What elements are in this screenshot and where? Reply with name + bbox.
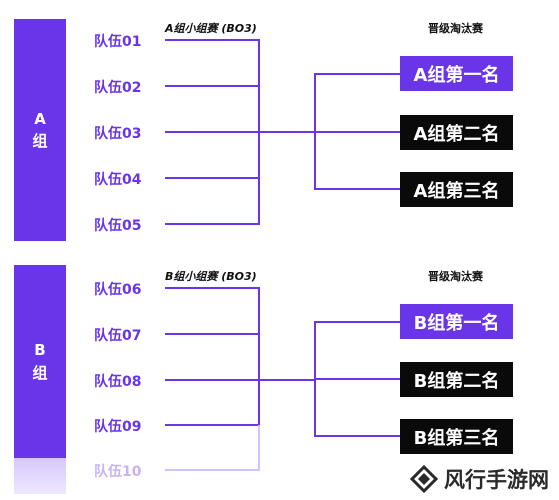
group-a-word: 组 xyxy=(32,132,48,150)
team-label: 队伍04 xyxy=(94,172,142,188)
team-label: 队伍09 xyxy=(94,419,142,435)
group-b-side-bar: B 组 xyxy=(14,265,66,458)
watermark-text: 风行手游网 xyxy=(444,468,549,492)
group-a-stage-header: A组小组赛 (BO3) xyxy=(165,22,257,35)
team-label: 队伍07 xyxy=(94,328,142,344)
team-label: 队伍08 xyxy=(94,374,142,390)
group-b-second-place: B组第二名 xyxy=(400,362,513,397)
group-b-stage-header: B组小组赛 (BO3) xyxy=(165,270,257,283)
group-b-side-bar-fade xyxy=(14,458,66,494)
group-b-third-place: B组第三名 xyxy=(400,419,513,454)
team-label: 队伍05 xyxy=(94,218,142,234)
team-label: 队伍03 xyxy=(94,126,142,142)
team-label: 队伍02 xyxy=(94,80,142,96)
team-label: 队伍10 xyxy=(94,464,142,480)
diamond-logo-icon xyxy=(409,464,439,494)
group-a-letter: A xyxy=(34,109,46,128)
group-b-word: 组 xyxy=(32,363,48,382)
team-label: 队伍06 xyxy=(94,282,142,298)
watermark: 风行手游网 xyxy=(409,464,549,494)
group-a-knockout-header: 晋级淘汰赛 xyxy=(428,22,483,35)
group-b-knockout-header: 晋级淘汰赛 xyxy=(428,270,483,283)
group-b-letter: B xyxy=(34,341,46,359)
group-a-third-place: A组第三名 xyxy=(400,172,513,207)
group-b-first-place: B组第一名 xyxy=(400,304,513,339)
group-a-second-place: A组第二名 xyxy=(400,115,513,150)
group-a-first-place: A组第一名 xyxy=(400,56,513,91)
group-a-side-bar: A 组 xyxy=(14,19,66,241)
team-label: 队伍01 xyxy=(94,34,142,50)
